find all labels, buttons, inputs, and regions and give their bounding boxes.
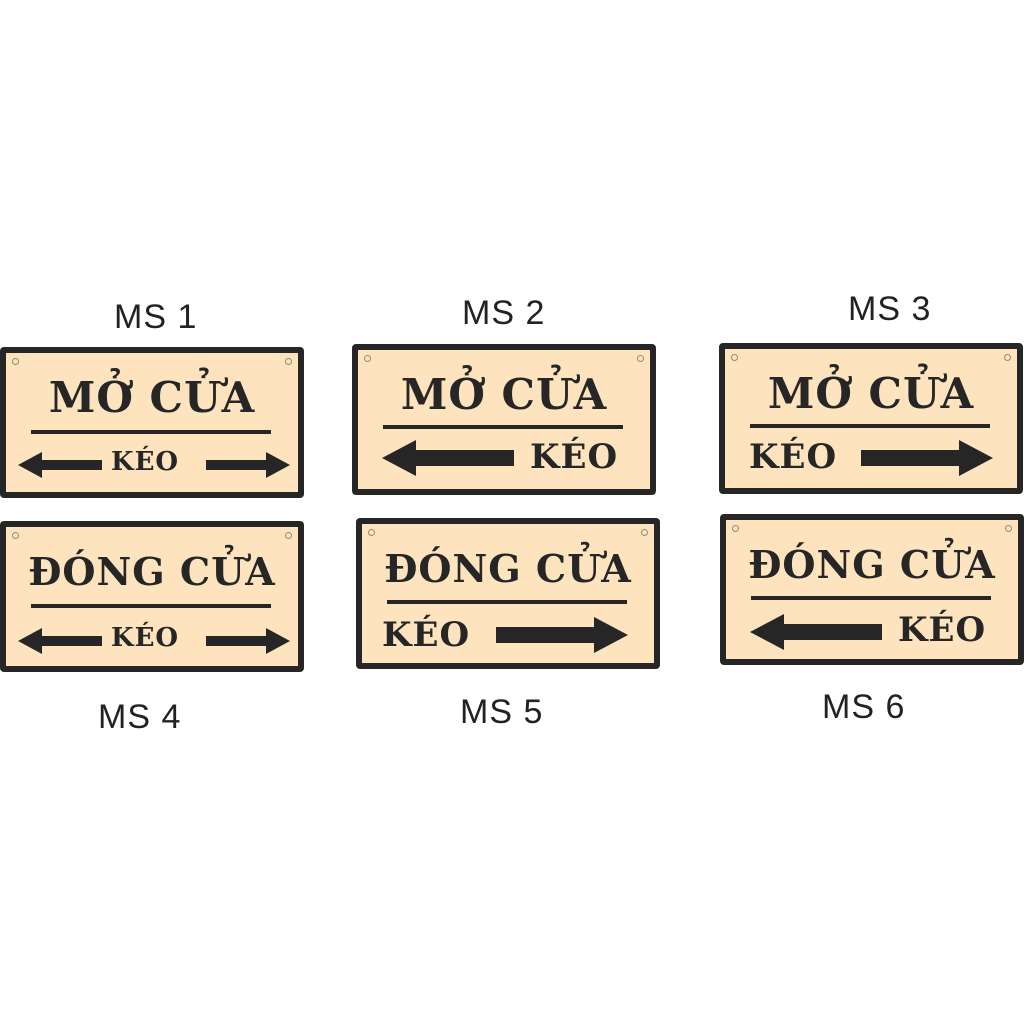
mount-hole [641, 529, 648, 536]
right-arrow-icon [206, 628, 290, 654]
sign-ms2: MỞ CỬA KÉO [352, 344, 656, 495]
sign-title: MỞ CỬA [767, 369, 975, 418]
left-arrow-icon [382, 440, 514, 476]
sign-label-ms3: MS 3 [848, 290, 932, 328]
left-arrow-icon [18, 628, 102, 654]
pull-label: KÉO [111, 447, 180, 477]
sign-label-ms6: MS 6 [822, 688, 906, 726]
mount-hole [1005, 525, 1012, 532]
right-arrow-icon [496, 617, 628, 653]
sign-rule [750, 424, 990, 428]
mount-hole [1004, 354, 1011, 361]
sign-ms5: ĐÓNG CỬA KÉO [356, 518, 660, 669]
sign-rule [31, 604, 271, 608]
sign-title: ĐÓNG CỬA [384, 546, 632, 591]
sign-rule [383, 425, 623, 429]
pull-label: KÉO [382, 615, 471, 655]
sign-label-ms1: MS 1 [114, 298, 198, 336]
mount-hole [731, 354, 738, 361]
right-arrow-icon [861, 440, 993, 476]
pull-label: KÉO [749, 437, 838, 477]
sign-label-ms2: MS 2 [462, 294, 546, 332]
mount-hole [285, 358, 292, 365]
mount-hole [364, 355, 371, 362]
left-arrow-icon [18, 452, 102, 478]
mount-hole [637, 355, 644, 362]
sign-rule [751, 596, 991, 600]
sign-ms1: MỞ CỬA KÉO [0, 347, 304, 498]
sign-title: ĐÓNG CỬA [28, 549, 276, 594]
mount-hole [368, 529, 375, 536]
pull-label: KÉO [111, 623, 180, 653]
mount-hole [12, 358, 19, 365]
sign-ms4: ĐÓNG CỬA KÉO [0, 521, 304, 672]
sign-rule [387, 600, 627, 604]
sign-label-ms5: MS 5 [460, 693, 544, 731]
mount-hole [285, 532, 292, 539]
left-arrow-icon [750, 614, 882, 650]
sign-ms3: MỞ CỬA KÉO [719, 343, 1023, 494]
sign-title: MỞ CỬA [48, 373, 256, 422]
right-arrow-icon [206, 452, 290, 478]
mount-hole [12, 532, 19, 539]
sign-label-ms4: MS 4 [98, 698, 182, 736]
sign-rule [31, 430, 271, 434]
sign-title: MỞ CỬA [400, 370, 608, 419]
sign-title: ĐÓNG CỬA [748, 542, 996, 587]
mount-hole [732, 525, 739, 532]
pull-label: KÉO [530, 437, 619, 477]
sign-ms6: ĐÓNG CỬA KÉO [720, 514, 1024, 665]
pull-label: KÉO [898, 610, 987, 650]
